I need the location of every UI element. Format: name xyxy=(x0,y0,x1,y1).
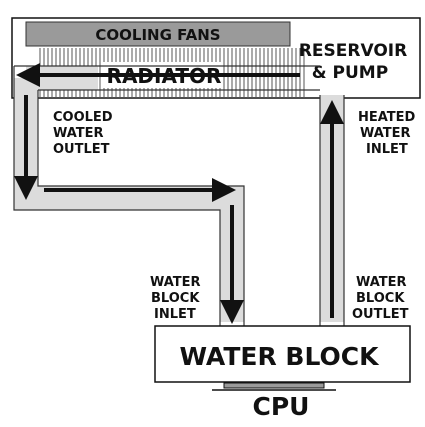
radiator-outline xyxy=(14,65,320,91)
wb-inlet-label-line1: WATER xyxy=(150,275,201,290)
wb-inlet-label-line2: BLOCK xyxy=(151,291,200,306)
cooled-label-line3: OUTLET xyxy=(53,142,110,157)
tube-heated-outline xyxy=(319,95,345,326)
cpu-chip xyxy=(223,382,325,389)
cooled-label-line1: COOLED xyxy=(53,110,113,125)
wb-outlet-label-line2: BLOCK xyxy=(356,291,405,306)
tube-cooled-outline xyxy=(13,66,245,326)
wb-outlet-label-line1: WATER xyxy=(356,275,407,290)
heated-label-line3: INLET xyxy=(366,142,408,157)
cooling-fans-label: COOLING FANS xyxy=(95,26,220,44)
heated-label-line1: HEATED xyxy=(358,110,416,125)
cooled-label-line2: WATER xyxy=(53,126,104,141)
cpu-label: CPU xyxy=(253,392,310,421)
reservoir-label-line1: RESERVOIR xyxy=(299,41,407,61)
wb-outlet-label-line3: OUTLET xyxy=(352,307,409,322)
wb-inlet-label-line3: INLET xyxy=(154,307,196,322)
cooling-fans-bar xyxy=(25,21,291,47)
water-block-label: WATER BLOCK xyxy=(179,342,380,371)
water-block xyxy=(154,325,411,383)
reservoir-label-line2: & PUMP xyxy=(312,63,388,83)
heated-label-line2: WATER xyxy=(360,126,411,141)
